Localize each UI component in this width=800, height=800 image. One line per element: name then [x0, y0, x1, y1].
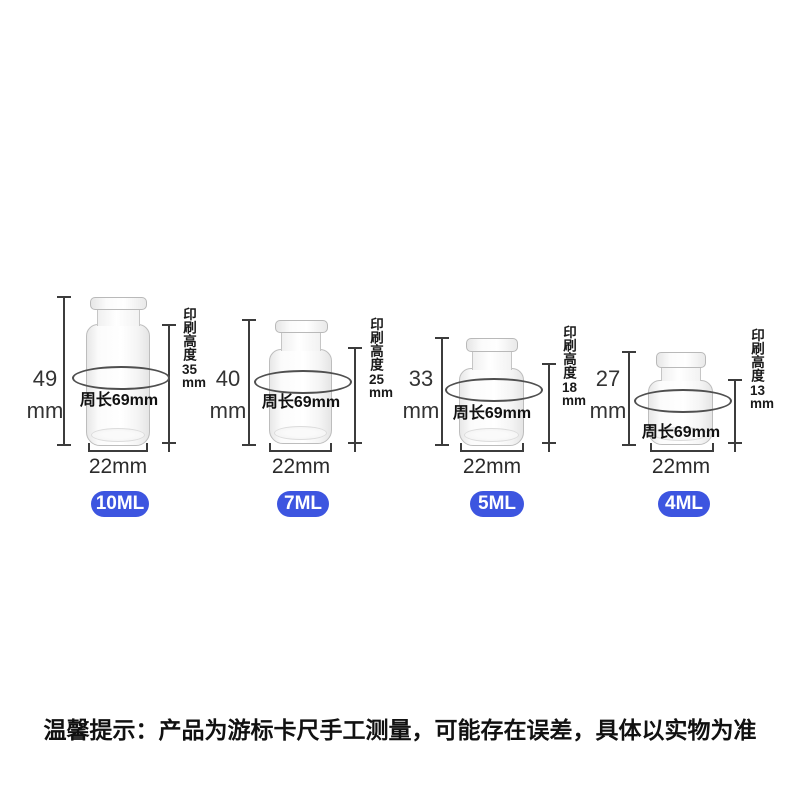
circumference-ring	[634, 389, 732, 413]
print-height-annotation: 印刷高度 18 mm	[561, 325, 596, 408]
circumference-label: 周长69mm	[452, 405, 532, 422]
total-height-label: 49 mm	[20, 355, 70, 435]
height-dimension-line	[435, 337, 449, 446]
print-height-value: 25	[369, 372, 385, 387]
diameter-label: 22mm	[271, 455, 331, 478]
total-height-unit: mm	[209, 398, 247, 423]
height-dimension-line	[242, 319, 256, 446]
total-height-value: 27	[595, 366, 621, 391]
dimension-line-tail	[168, 444, 170, 452]
volume-badge: 10ML	[91, 491, 149, 517]
total-height-value: 49	[32, 366, 58, 391]
total-height-label: 40 mm	[203, 355, 253, 435]
print-height-dimension-line	[348, 347, 362, 452]
print-height-dimension-line	[728, 379, 742, 452]
diameter-dimension-line	[269, 443, 332, 452]
print-height-unit: mm	[182, 375, 207, 390]
circumference-label: 周长69mm	[261, 394, 341, 411]
print-height-label: 印刷高度	[368, 317, 383, 371]
dimension-line-tail	[354, 444, 356, 452]
diameter-label: 22mm	[88, 455, 148, 478]
total-height-unit: mm	[26, 398, 64, 423]
print-height-value: 13	[750, 383, 766, 398]
volume-badge: 7ML	[277, 491, 329, 517]
print-height-annotation: 印刷高度 13 mm	[749, 328, 784, 411]
total-height-label: 33 mm	[396, 355, 446, 435]
bottle-base	[653, 427, 708, 441]
circumference-label: 周长69mm	[79, 392, 159, 409]
total-height-unit: mm	[589, 398, 627, 423]
print-height-annotation: 印刷高度 25 mm	[368, 317, 403, 400]
print-height-unit: mm	[562, 393, 587, 408]
diameter-label: 22mm	[651, 455, 711, 478]
print-height-value: 35	[182, 362, 198, 377]
print-height-dimension-line	[542, 363, 556, 452]
total-height-unit: mm	[402, 398, 440, 423]
bottle-neck	[472, 350, 512, 370]
height-dimension-line	[622, 351, 636, 446]
diameter-dimension-line	[460, 443, 524, 452]
print-height-annotation: 印刷高度 35 mm	[181, 307, 216, 390]
bottle-base	[274, 426, 327, 440]
bottle-base	[91, 428, 145, 442]
measurement-note: 温馨提示：产品为游标卡尺手工测量，可能存在误差，具体以实物为准	[43, 717, 757, 743]
dimension-line-tail	[548, 444, 550, 452]
print-height-dimension-line	[162, 324, 176, 452]
bottle-base	[464, 428, 519, 442]
volume-badge: 4ML	[658, 491, 710, 517]
dimension-line-tail	[734, 444, 736, 452]
volume-badge: 5ML	[470, 491, 524, 517]
bottle-lip	[275, 320, 328, 333]
circumference-ring	[72, 366, 170, 390]
total-height-value: 40	[215, 366, 241, 391]
circumference-label: 周长69mm	[641, 424, 721, 441]
bottle-lip	[90, 297, 147, 310]
print-height-label: 印刷高度	[181, 307, 196, 361]
bottle-neck	[97, 308, 140, 326]
print-height-label: 印刷高度	[561, 325, 576, 379]
bottle-lip	[656, 352, 706, 368]
bottle-lip	[466, 338, 518, 352]
circumference-ring	[254, 370, 352, 394]
bottle-neck	[661, 366, 701, 381]
diameter-dimension-line	[650, 443, 714, 452]
print-height-value: 18	[562, 380, 578, 395]
diameter-label: 22mm	[462, 455, 522, 478]
print-height-unit: mm	[750, 396, 775, 411]
bottle-neck	[281, 331, 321, 351]
bottle-body	[269, 349, 332, 444]
diameter-dimension-line	[88, 443, 148, 452]
circumference-ring	[445, 378, 543, 402]
height-dimension-line	[57, 296, 71, 446]
total-height-label: 27 mm	[583, 355, 633, 435]
print-height-label: 印刷高度	[749, 328, 764, 382]
total-height-value: 33	[408, 366, 434, 391]
print-height-unit: mm	[369, 385, 394, 400]
